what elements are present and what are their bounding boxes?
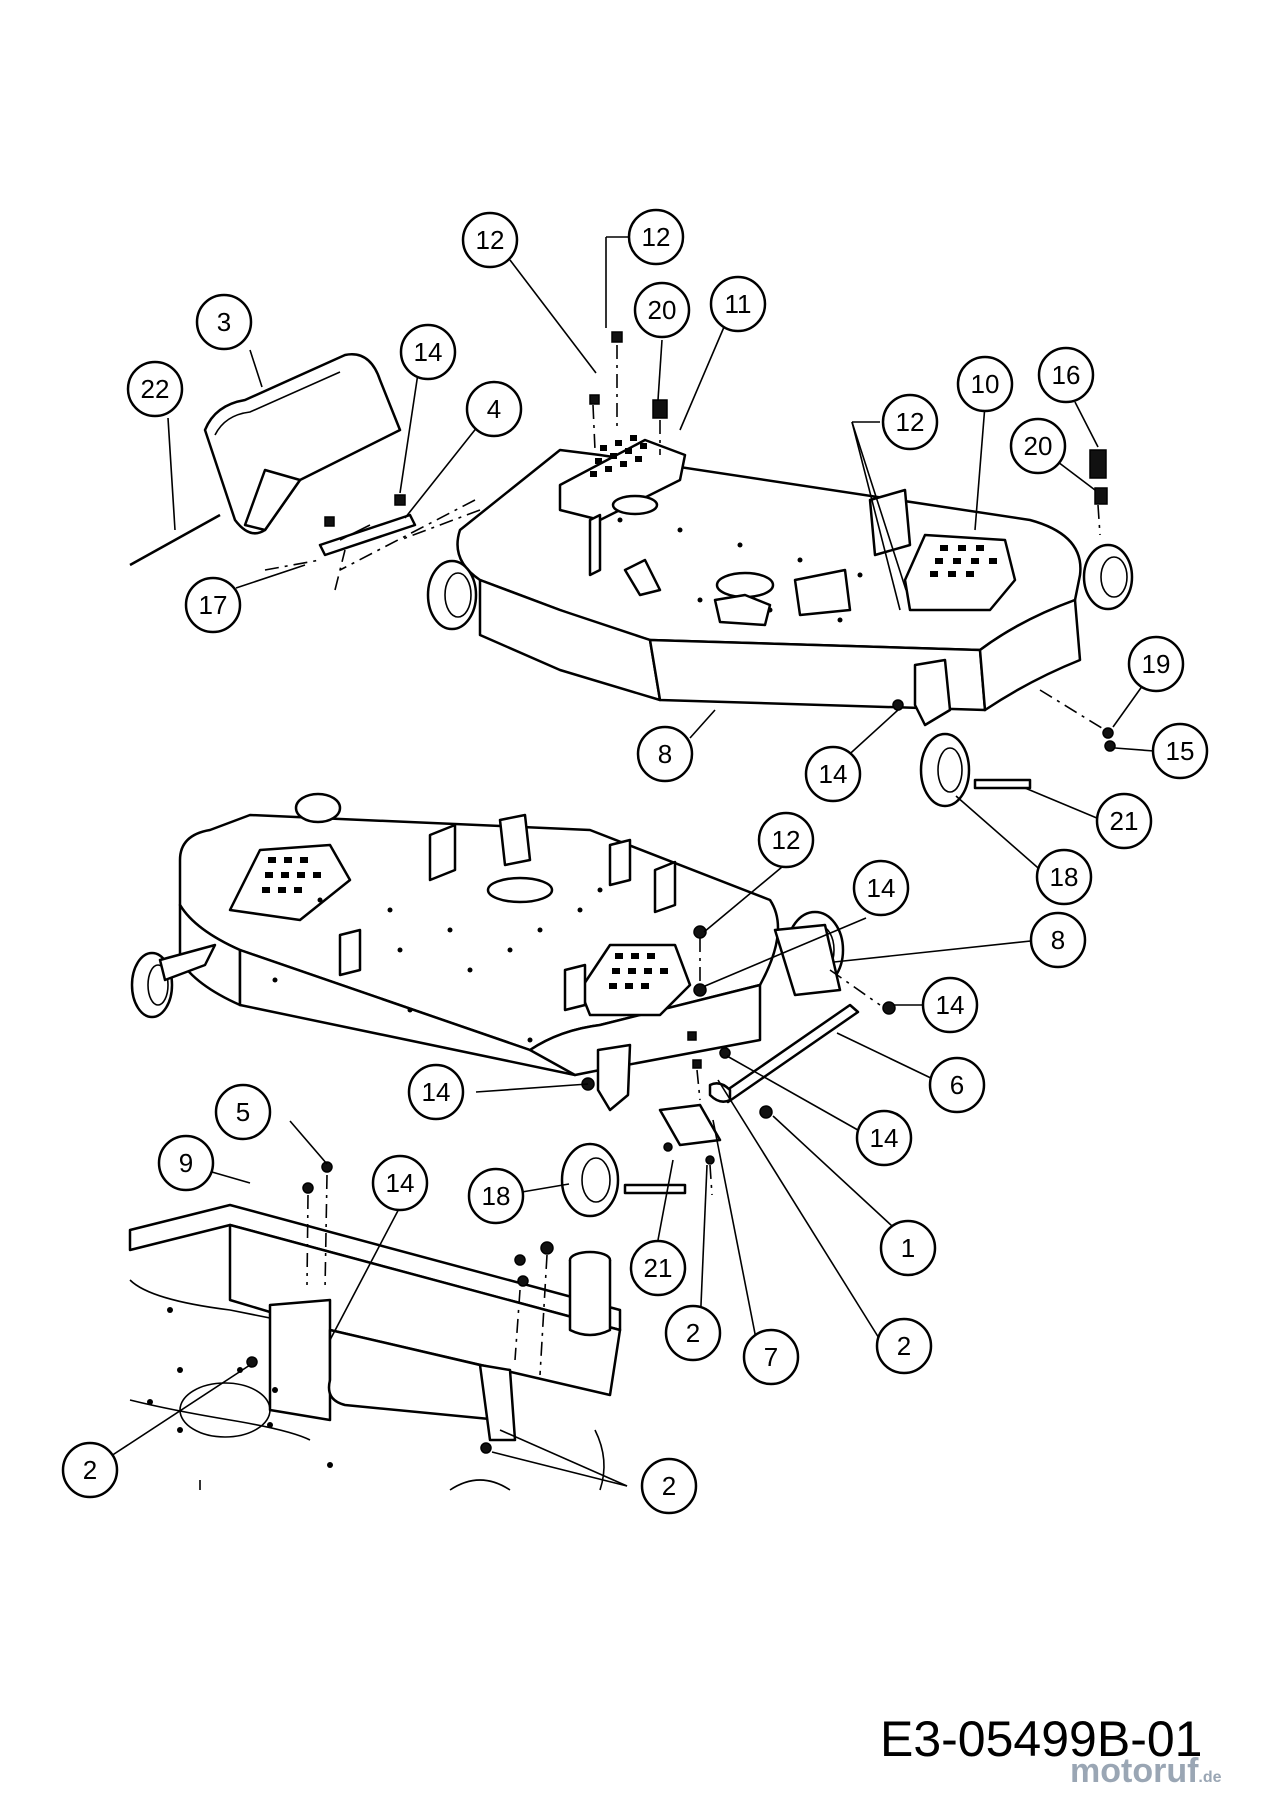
callout-number: 12: [476, 225, 505, 255]
callout-number: 14: [867, 873, 896, 903]
callout-bubble: 22: [126, 360, 184, 418]
callout-bubble: 9: [157, 1134, 215, 1192]
callout-bubble: 2: [664, 1304, 722, 1362]
callout-number: 22: [141, 374, 170, 404]
callout-bubble: 2: [640, 1457, 698, 1515]
callout-number: 11: [725, 289, 752, 319]
callout-number: 1: [901, 1233, 915, 1263]
callout-bubble: 12: [881, 393, 939, 451]
callout-number: 6: [950, 1070, 964, 1100]
callout-number: 2: [83, 1455, 97, 1485]
callout-number: 12: [772, 825, 801, 855]
callout-bubble: 2: [61, 1441, 119, 1499]
callout-bubble: 2: [875, 1317, 933, 1375]
callout-number: 14: [422, 1077, 451, 1107]
callout-bubble: 12: [461, 211, 519, 269]
callout-number: 7: [764, 1342, 778, 1372]
callout-number: 14: [870, 1123, 899, 1153]
callout-bubble: 1: [879, 1219, 937, 1277]
watermark-logo: motoruf.de: [1070, 1752, 1222, 1791]
callout-bubble: 6: [928, 1056, 986, 1114]
callout-bubble: 18: [1035, 848, 1093, 906]
callout-bubble: 5: [214, 1083, 272, 1141]
callout-bubble: 3: [195, 293, 253, 351]
callout-number: 15: [1166, 736, 1195, 766]
callout-number: 21: [644, 1253, 673, 1283]
callout-number: 10: [971, 369, 1000, 399]
callouts: 12 12 20 11 3 14 22 4 12 10 16 20 17 19 …: [61, 208, 1209, 1515]
top-deck: [339, 331, 1134, 808]
callout-number: 21: [1110, 806, 1139, 836]
callout-bubble: 14: [855, 1109, 913, 1167]
callout-bubble: 12: [627, 208, 685, 266]
callout-bubble: 21: [629, 1239, 687, 1297]
callout-bubble: 20: [633, 281, 691, 339]
callout-number: 9: [179, 1148, 193, 1178]
callout-bubble: 17: [184, 576, 242, 634]
callout-number: 8: [1051, 925, 1065, 955]
callout-bubble: 10: [956, 355, 1014, 413]
callout-bubble: 14: [399, 323, 457, 381]
callout-number: 3: [217, 307, 231, 337]
callout-bubble: 21: [1095, 792, 1153, 850]
callout-number: 20: [648, 295, 677, 325]
callout-number: 20: [1024, 431, 1053, 461]
callout-bubble: 7: [742, 1328, 800, 1386]
discharge-chute: [129, 353, 417, 591]
callout-bubble: 20: [1009, 417, 1067, 475]
callout-number: 19: [1142, 649, 1171, 679]
watermark-suffix: .de: [1198, 1769, 1222, 1786]
callout-number: 14: [386, 1168, 415, 1198]
callout-bubble: 16: [1037, 346, 1095, 404]
callout-bubble: 14: [407, 1063, 465, 1121]
callout-bubble: 18: [467, 1167, 525, 1225]
drawing-code: E3-05499B-01: [880, 1711, 1203, 1767]
callout-bubble: 14: [371, 1154, 429, 1212]
callout-number: 14: [414, 337, 443, 367]
callout-bubble: 12: [757, 811, 815, 869]
watermark-brand: motoruf: [1070, 1752, 1199, 1790]
callout-number: 18: [482, 1181, 511, 1211]
callout-number: 5: [236, 1097, 250, 1127]
callout-number: 14: [936, 990, 965, 1020]
callout-number: 16: [1052, 360, 1081, 390]
leader-lines: [110, 236, 1155, 1487]
callout-number: 12: [896, 407, 925, 437]
frame-detail: [128, 1161, 622, 1491]
callout-bubble: 19: [1127, 635, 1185, 693]
callout-number: 8: [658, 739, 672, 769]
callout-bubble: 14: [921, 976, 979, 1034]
callout-number: 4: [487, 394, 501, 424]
callout-bubble: 4: [465, 380, 523, 438]
callout-bubble: 14: [852, 859, 910, 917]
callout-number: 2: [897, 1331, 911, 1361]
callout-number: 2: [686, 1318, 700, 1348]
callout-bubble: 8: [636, 725, 694, 783]
callout-number: 14: [819, 759, 848, 789]
callout-bubble: 14: [804, 745, 862, 803]
callout-number: 17: [199, 590, 228, 620]
callout-bubble: 11: [709, 275, 767, 333]
callout-number: 12: [642, 222, 671, 252]
callout-number: 18: [1050, 862, 1079, 892]
callout-bubble: 15: [1151, 722, 1209, 780]
callout-bubble: 8: [1029, 911, 1087, 969]
callout-number: 2: [662, 1471, 676, 1501]
